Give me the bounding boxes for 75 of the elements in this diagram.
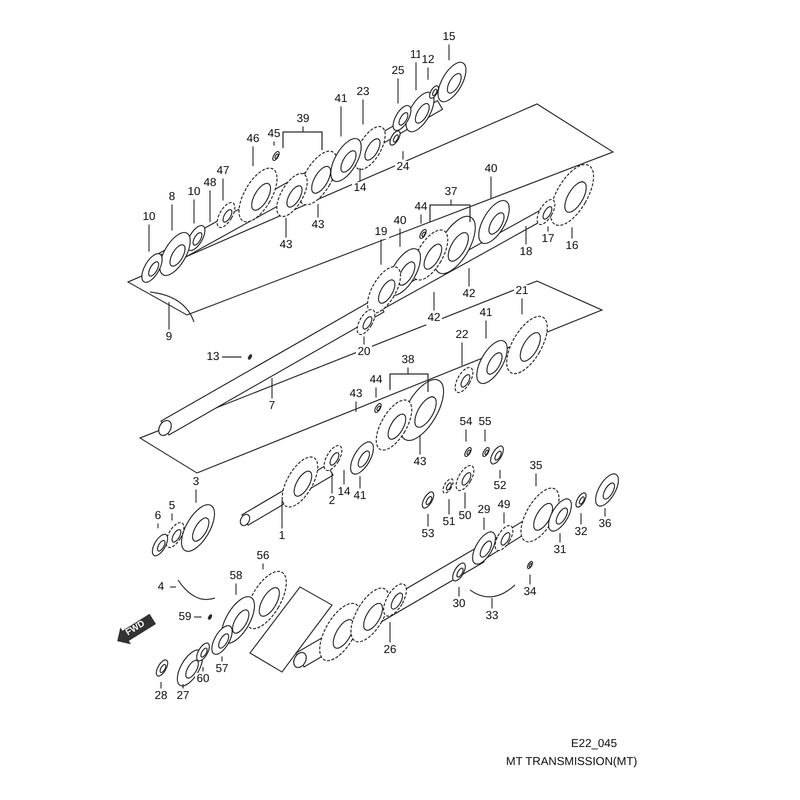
callout-number: 31: [552, 544, 568, 556]
leader-line: [464, 492, 466, 509]
callout-number: 39: [295, 112, 311, 126]
leader-line: [604, 508, 606, 517]
leader-line: [468, 268, 470, 287]
callout-number: 19: [373, 226, 389, 238]
callout-number: 15: [441, 30, 457, 44]
leader-line: [222, 356, 242, 358]
callout-number: 43: [278, 238, 294, 252]
leader-line: [194, 616, 202, 618]
callout-number: 34: [522, 586, 538, 598]
leader-line: [302, 126, 304, 132]
callout-number: 18: [518, 246, 534, 258]
callout-number: 40: [483, 162, 499, 176]
leader-line: [380, 239, 382, 266]
callout-number: 45: [266, 128, 282, 140]
callout-number: 30: [451, 598, 467, 610]
callout-number: 26: [382, 644, 398, 656]
leader-line: [340, 106, 342, 137]
callout-number: 58: [228, 570, 244, 582]
callout-number: 37: [443, 186, 459, 198]
leader-line: [402, 150, 404, 160]
leader-line: [448, 44, 450, 61]
leader-line: [252, 146, 254, 167]
callout-number: 50: [457, 510, 473, 522]
callout-number: 32: [573, 526, 589, 538]
leader-line: [490, 176, 492, 199]
callout-number: 20: [356, 346, 372, 358]
leader-line: [420, 214, 422, 224]
callout-number: 57: [214, 662, 230, 676]
leader-line: [222, 178, 224, 201]
callout-number: 52: [492, 480, 508, 492]
leader-line: [170, 586, 176, 588]
callout-number: 49: [496, 498, 512, 512]
callout-number: 36: [597, 518, 613, 530]
callout-number: 43: [310, 218, 326, 232]
callout-number: 13: [205, 350, 221, 364]
callout-number: 43: [412, 456, 428, 468]
callout-number: 60: [195, 672, 211, 686]
callout-number: 28: [153, 690, 169, 702]
callout-number: 38: [400, 354, 416, 366]
leader-line: [484, 429, 486, 442]
callout-number: 29: [476, 504, 492, 516]
leader-line: [262, 563, 264, 570]
leader-line: [182, 684, 184, 689]
callout-number: 51: [441, 516, 457, 528]
callout-number: 40: [392, 214, 408, 228]
leader-line: [448, 498, 450, 515]
leader-line: [580, 512, 582, 525]
callout-number: 46: [245, 132, 261, 146]
callout-number: 16: [564, 240, 580, 252]
callout-number: 25: [390, 64, 406, 78]
leader-line: [148, 224, 150, 252]
callout-number: 53: [420, 528, 436, 540]
leader-line: [450, 199, 452, 206]
callout-number: 54: [458, 416, 474, 428]
callout-number: 56: [255, 550, 271, 562]
leader-line: [458, 586, 460, 597]
callout-number: 42: [426, 312, 442, 324]
leader-line: [160, 682, 162, 689]
callout-number: 33: [484, 610, 500, 622]
callout-number: 23: [355, 86, 371, 98]
leader-line: [202, 666, 204, 672]
callout-number: 48: [202, 176, 218, 190]
diagram-caption: MT TRANSMISSION(MT): [506, 756, 638, 768]
direction-text: FWD: [124, 618, 146, 638]
callout-number: 10: [186, 186, 202, 198]
leader-line: [168, 302, 170, 330]
callout-number: 59: [177, 610, 193, 624]
callout-number: 10: [141, 210, 157, 224]
drawing-number: E22_045: [571, 738, 618, 750]
callout-number: 35: [528, 460, 544, 472]
leader-line: [362, 99, 364, 125]
callout-number: 43: [348, 388, 364, 400]
callout-number: 55: [477, 416, 493, 428]
